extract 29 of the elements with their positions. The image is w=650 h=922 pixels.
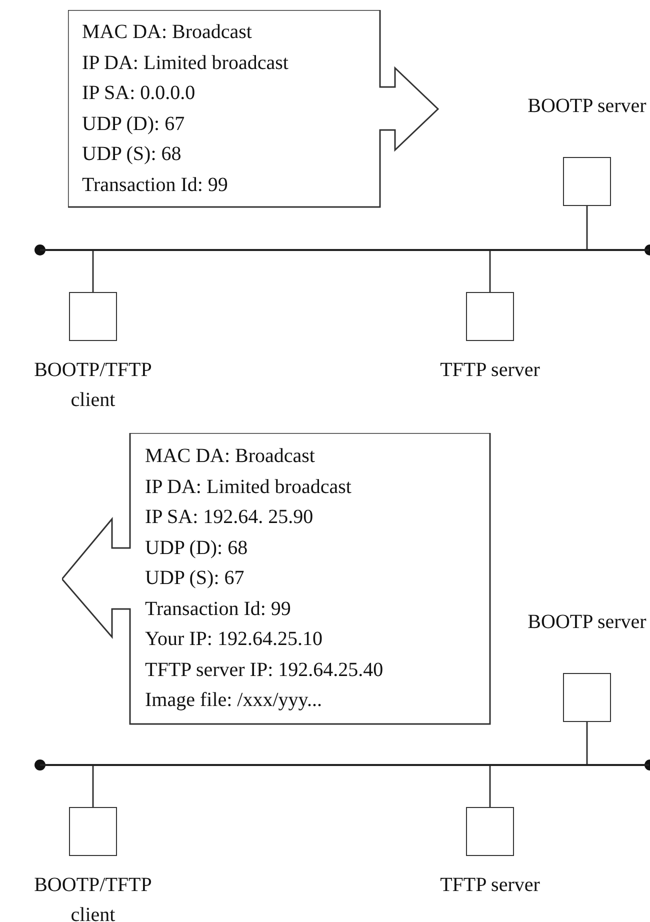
drop-line: [92, 765, 94, 807]
station-label: TFTP server: [439, 873, 541, 898]
drop-line: [489, 765, 491, 807]
message-field: Your IP: 192.64.25.10: [145, 624, 384, 654]
message-field: IP DA: Limited broadcast: [145, 472, 384, 502]
station-label: BOOTP server: [526, 610, 648, 635]
message-field: UDP (D): 67: [82, 108, 288, 139]
station-label: TFTP server: [439, 358, 541, 383]
message-field: Transaction Id: 99: [145, 594, 384, 624]
drop-line: [586, 206, 588, 250]
network-bus-line: [40, 249, 649, 251]
message-field: Image file: /xxx/yyy...: [145, 685, 384, 716]
message-field: IP SA: 0.0.0.0: [82, 78, 288, 108]
message-field: MAC DA: Broadcast: [145, 441, 384, 472]
message-field: UDP (S): 67: [145, 563, 384, 594]
message-field: IP SA: 192.64. 25.90: [145, 502, 384, 532]
message-field: MAC DA: Broadcast: [82, 17, 288, 48]
message-field: Transaction Id: 99: [82, 170, 288, 200]
station-label: BOOTP/TFTP client: [33, 358, 153, 413]
message-field: IP DA: Limited broadcast: [82, 48, 288, 78]
drop-line: [586, 722, 588, 765]
station-label: BOOTP/TFTP client: [33, 873, 153, 922]
message-field: TFTP server IP: 192.64.25.40: [145, 654, 384, 685]
drop-line: [92, 250, 94, 292]
message-field: UDP (D): 68: [145, 532, 384, 563]
station-label: BOOTP server: [526, 94, 648, 119]
network-bus-line: [40, 764, 649, 766]
drop-line: [489, 250, 491, 292]
message-field: UDP (S): 68: [82, 139, 288, 170]
